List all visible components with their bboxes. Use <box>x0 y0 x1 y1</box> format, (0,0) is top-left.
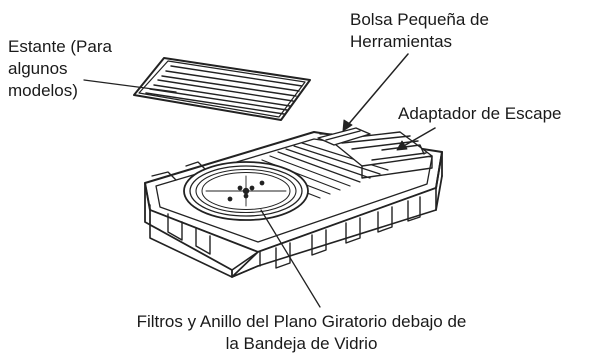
toolbag-arrow-line <box>346 53 409 127</box>
exhaust-arrow-head <box>396 140 408 151</box>
toolbag-label: Bolsa Pequeña de Herramientas <box>350 9 489 53</box>
shelf-label: Estante (Para algunos modelos) <box>8 36 112 102</box>
filters-leader-line <box>260 209 321 308</box>
exhaust-arrow-line <box>401 127 436 148</box>
shelf-label-line-2: algunos <box>8 59 68 78</box>
filters-label-line-2: la Bandeja de Vidrio <box>225 334 378 353</box>
shelf-label-line-1: Estante (Para <box>8 37 112 56</box>
toolbag-arrow-head <box>342 119 353 132</box>
exhaust-label-line-1: Adaptador de Escape <box>398 104 562 123</box>
shelf-label-line-3: modelos) <box>8 81 78 100</box>
shelf-leader-line <box>83 79 177 93</box>
exhaust-adapter-label: Adaptador de Escape <box>398 103 562 125</box>
toolbag-label-line-2: Herramientas <box>350 32 453 51</box>
arrows <box>342 53 436 151</box>
toolbag-label-line-1: Bolsa Pequeña de <box>350 10 489 29</box>
filters-label-line-1: Filtros y Anillo del Plano Giratorio deb… <box>136 312 467 331</box>
exhaust-adapter-compartment <box>329 131 433 179</box>
turntable-ring <box>183 161 309 221</box>
leader-lines <box>83 79 321 308</box>
filters-label: Filtros y Anillo del Plano Giratorio deb… <box>0 311 603 355</box>
shelf-rack <box>133 57 311 121</box>
